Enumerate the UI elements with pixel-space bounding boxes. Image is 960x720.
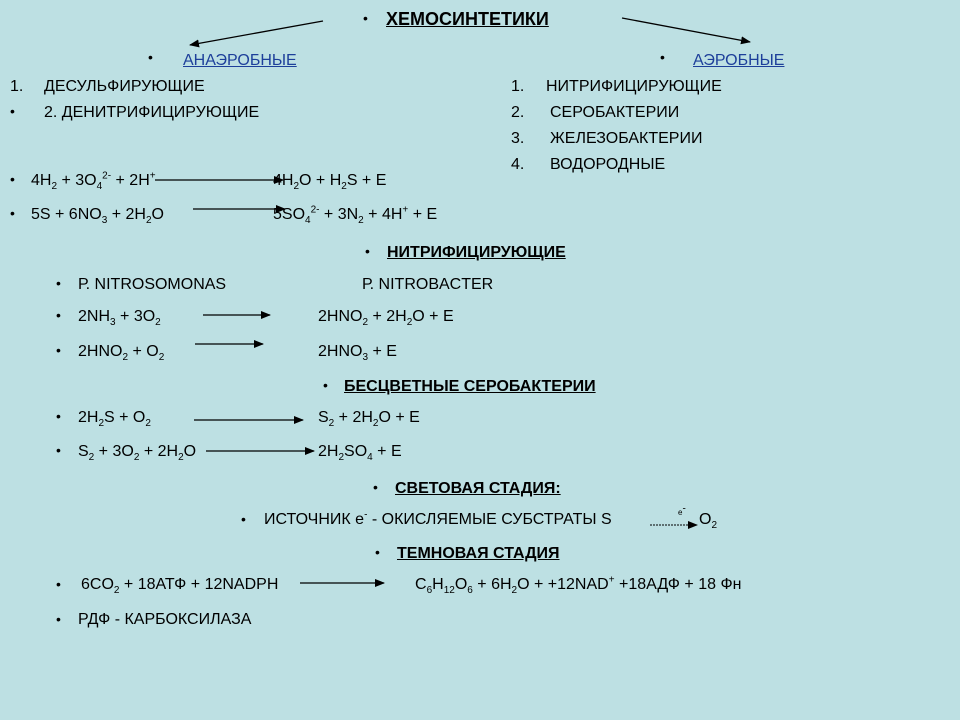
genus-nitrobacter: Р. NITROBACTER — [362, 276, 494, 293]
anaerobic-item-2: 2. ДЕНИТРИФИЦИРУЮЩИЕ — [44, 104, 260, 121]
aerobic-heading: АЭРОБНЫЕ — [693, 52, 785, 69]
aerobic-item-3: ЖЕЛЕЗОБАКТЕРИИ — [550, 130, 703, 147]
anaerobic-item-1: ДЕСУЛЬФИРУЮЩИЕ — [44, 78, 205, 95]
bullet: • — [375, 544, 380, 560]
bullet: • — [10, 205, 15, 221]
bullet: • — [56, 576, 61, 592]
bullet: • — [10, 103, 15, 119]
reaction-3-left: 2NH3 + 3O2 — [78, 308, 161, 329]
bullet: • — [56, 408, 61, 424]
genus-nitrosomonas: Р. NITROSOMONAS — [78, 276, 227, 293]
reaction-1-right: 4H2O + H2S + E — [273, 172, 387, 193]
bullet: • — [365, 243, 370, 259]
bullet: • — [660, 49, 665, 65]
reaction-1-left: 4H2 + 3O42- + 2H+ — [31, 170, 156, 193]
aerobic-item-3-number: 3. — [511, 130, 525, 147]
reaction-2-right: 5SO42- + 3N2 + 4H+ + E — [273, 204, 438, 227]
bullet: • — [56, 275, 61, 291]
reaction-4-right: 2HNO3 + E — [318, 343, 397, 364]
sulfur-bacteria-heading: БЕСЦВЕТНЫЕ СЕРОБАКТЕРИИ — [344, 378, 596, 395]
reaction-5-left: 2H2S + O2 — [78, 409, 151, 430]
reaction-7-right: C6H12O6 + 6H2O + +12NAD+ +18АДФ + 18 Фн — [415, 574, 742, 597]
bullet: • — [56, 307, 61, 323]
bullet: • — [56, 611, 61, 627]
anaerobic-item-1-number: 1. — [10, 78, 24, 95]
reaction-2-left: 5S + 6NO3 + 2H2O — [31, 206, 164, 227]
light-stage-product: O2 — [699, 511, 718, 532]
bullet: • — [363, 10, 368, 26]
anaerobic-heading: АНАЭРОБНЫЕ — [183, 52, 297, 69]
bullet: • — [241, 511, 246, 527]
bullet: • — [373, 479, 378, 495]
enzyme-label: РДФ - КАРБОКСИЛАЗА — [78, 611, 252, 628]
light-stage-heading: СВЕТОВАЯ СТАДИЯ: — [395, 480, 561, 497]
bullet: • — [56, 442, 61, 458]
light-stage-source: ИСТОЧНИК е- - ОКИСЛЯЕМЫЕ СУБСТРАТЫ S — [264, 509, 612, 528]
bullet: • — [323, 377, 328, 393]
reaction-4-left: 2HNO2 + O2 — [78, 343, 165, 364]
arrow-title-left — [189, 20, 324, 48]
aerobic-item-2-number: 2. — [511, 104, 525, 121]
aerobic-item-4: ВОДОРОДНЫЕ — [550, 156, 666, 173]
bullet: • — [56, 342, 61, 358]
arrow-title-right — [621, 17, 751, 45]
reaction-3-right: 2HNO2 + 2H2O + E — [318, 308, 454, 329]
aerobic-item-1: НИТРИФИЦИРУЮЩИЕ — [546, 78, 722, 95]
reaction-7-left: 6CO2 + 18АТФ + 12NADPH — [81, 576, 279, 597]
aerobic-item-4-number: 4. — [511, 156, 525, 173]
aerobic-item-1-number: 1. — [511, 78, 525, 95]
bullet: • — [10, 171, 15, 187]
aerobic-item-2: СЕРОБАКТЕРИИ — [550, 104, 680, 121]
electron-label: е- — [678, 503, 686, 517]
bullet: • — [148, 49, 153, 65]
reaction-6-right: 2H2SO4 + E — [318, 443, 402, 464]
nitrifying-heading: НИТРИФИЦИРУЮЩИЕ — [387, 244, 566, 261]
dark-stage-heading: ТЕМНОВАЯ СТАДИЯ — [397, 545, 560, 562]
reaction-6-left: S2 + 3O2 + 2H2O — [78, 443, 197, 464]
page-title: ХЕМОСИНТЕТИКИ — [386, 9, 549, 29]
reaction-5-right: S2 + 2H2O + E — [318, 409, 420, 430]
